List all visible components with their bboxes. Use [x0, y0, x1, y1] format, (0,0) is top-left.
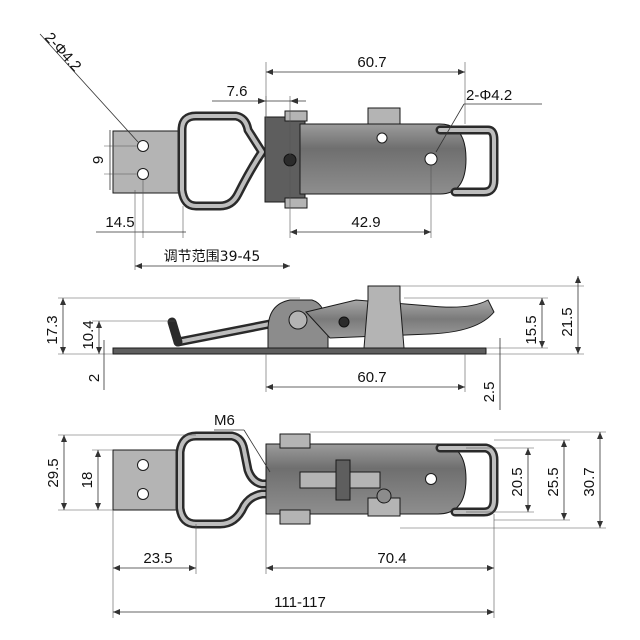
- top-base-hole-upper: [137, 140, 149, 152]
- dim-2: 2: [86, 374, 103, 382]
- dim-overall-length: 111-117: [274, 594, 326, 611]
- front-wire-loop-highlight: [178, 434, 307, 526]
- side-wire-rod-highlight: [176, 320, 282, 344]
- dim-2-5: 2.5: [481, 382, 498, 403]
- dim-42-9: 42.9: [351, 214, 380, 231]
- front-keeper-hook-highlight: [438, 446, 496, 514]
- dim-9: 9: [90, 156, 107, 164]
- dim-30-7: 30.7: [581, 467, 598, 496]
- top-latch-bracket-bottom: [284, 197, 308, 209]
- dim-60-7-side: 60.7: [357, 369, 386, 386]
- top-lever-rivet: [283, 153, 297, 167]
- side-view: 17.3 10.4 2 60.7 15.5 21.5 2.5: [44, 276, 584, 410]
- front-clip-knob: [376, 488, 392, 504]
- leader-left-hole: [39, 33, 139, 143]
- dim-21-5: 21.5: [559, 307, 576, 336]
- dim-adjust-range: 调节范围39-45: [164, 248, 261, 265]
- top-wire-loop-highlight: [180, 114, 264, 208]
- dim-25-5: 25.5: [545, 467, 562, 496]
- front-adjust-nut: [335, 459, 351, 501]
- dim-17-3: 17.3: [44, 315, 61, 344]
- top-view: 2-Φ4.2 60.7 2-Φ4.2 7.6 9 14.5 42.9: [39, 29, 542, 270]
- front-pivot-bracket-top: [279, 433, 311, 449]
- front-view: M6 29.5 18 23.5 70.4 111-117 20.5 25.5: [45, 412, 606, 618]
- side-lever-hole: [338, 316, 350, 328]
- top-latch-bracket-top: [284, 110, 308, 122]
- side-latch-clip: [363, 285, 405, 349]
- dim-hole-spec-right: 2-Φ4.2: [466, 87, 512, 104]
- dim-15-5: 15.5: [523, 315, 540, 344]
- top-base-plate: [112, 130, 181, 194]
- dim-7-6: 7.6: [227, 83, 248, 100]
- dim-arrows-7-6: [258, 98, 298, 104]
- dim-10-4: 10.4: [80, 320, 97, 349]
- front-lever-hole: [425, 473, 437, 485]
- side-pivot-rivet: [288, 310, 308, 330]
- leader-m6: [243, 429, 271, 473]
- top-base-hole-lower: [137, 168, 149, 180]
- leader-right-hole: [435, 103, 465, 153]
- front-base-hole-lower: [137, 488, 149, 500]
- dim-20-5: 20.5: [509, 467, 526, 496]
- side-wire-hook: [167, 317, 183, 347]
- dim-23-5: 23.5: [143, 550, 172, 567]
- front-pivot-bracket-bottom: [279, 509, 311, 525]
- top-keeper-hook-highlight: [438, 128, 496, 194]
- dim-m6: M6: [214, 412, 235, 429]
- dim-29-5: 29.5: [45, 458, 62, 487]
- dim-18: 18: [79, 472, 96, 489]
- dim-14-5: 14.5: [105, 214, 134, 231]
- front-base-plate: [112, 449, 181, 511]
- front-base-hole-upper: [137, 459, 149, 471]
- dim-hole-spec-left: 2-Φ4.2: [41, 29, 85, 75]
- side-base-strip: [112, 347, 487, 355]
- dim-60-7-top: 60.7: [357, 54, 386, 71]
- top-latch-clip: [367, 107, 401, 125]
- dim-70-4: 70.4: [377, 550, 406, 567]
- top-lever-hole-small: [376, 132, 388, 144]
- top-lever-hole-end: [424, 152, 438, 166]
